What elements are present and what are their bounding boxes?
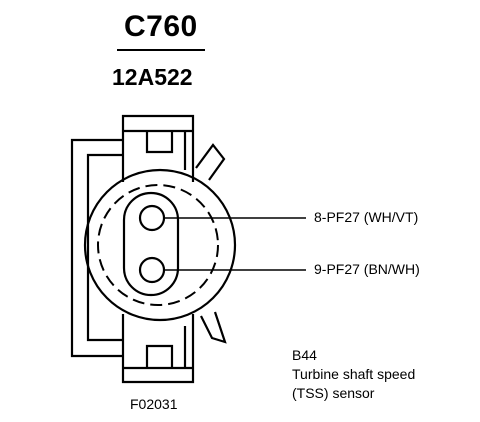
lower-latch-ear [200,311,227,344]
pin-8-label: 8-PF27 (WH/VT) [314,209,419,225]
bottom-lock-tab [121,314,195,384]
pin-carrier [122,191,180,297]
component-code: B44 [292,347,317,363]
figure-id: F02031 [130,396,178,412]
part-number: 12A522 [112,64,193,90]
component-name-line1: Turbine shaft speed [292,366,416,382]
connector-id: C760 [124,10,198,43]
top-lock-tab [121,114,195,182]
pin-9-cavity [138,256,166,284]
inner-bracket [86,153,122,342]
component-name-line2: (TSS) sensor [292,385,375,401]
pin-9-label: 9-PF27 (BN/WH) [314,261,420,277]
outer-bracket [70,138,122,358]
pin-8-cavity [138,204,166,232]
upper-latch-ear [195,143,226,181]
seal-ring [97,184,219,306]
title-underline [117,49,205,51]
connector-body [83,168,237,322]
